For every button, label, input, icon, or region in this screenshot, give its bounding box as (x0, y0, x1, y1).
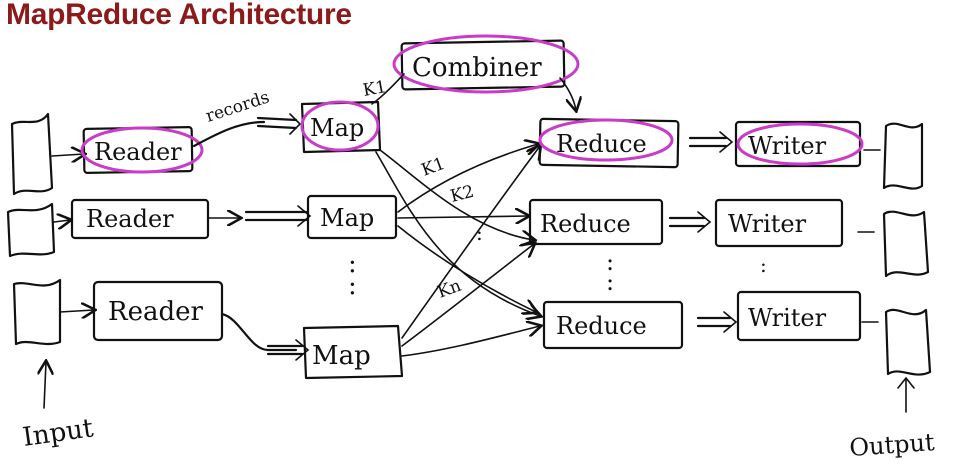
writer-label-1: Writer (748, 132, 827, 160)
map-label-3: Map (312, 341, 371, 371)
reader-to-map-double-arrow-1 (256, 116, 298, 130)
combiner-box: Combiner (392, 34, 580, 94)
writer-label-3: Writer (748, 304, 827, 332)
output-document-1 (882, 122, 924, 190)
map-ellipsis-2: : (348, 271, 357, 301)
reader-to-map-path-1 (192, 120, 266, 148)
edge-ellipsis: : (476, 221, 483, 245)
doc-to-reader-arrow-1 (51, 154, 84, 156)
map-box-2: Map (306, 194, 398, 240)
reduce-ellipsis-2: : (606, 268, 614, 296)
reader-box-2: Reader (70, 198, 210, 240)
reader-to-map-arrowhead-2 (297, 205, 312, 227)
writer-label-2: Writer (728, 210, 807, 238)
input-document-2 (6, 202, 56, 258)
reader-to-map-arrowhead-3 (295, 339, 310, 361)
reader-label-1: Reader (94, 138, 182, 166)
output-label: Output (848, 428, 935, 462)
writer-box-1: Writer (734, 120, 864, 168)
input-arrow (44, 362, 46, 409)
reduce-label-3: Reduce (556, 312, 647, 340)
map-label-1: Map (310, 114, 364, 142)
reduce-label-2: Reduce (540, 210, 631, 238)
reduce-box-2: Reduce (528, 198, 664, 246)
output-arrowhead (897, 376, 915, 389)
reduce-ellipsis-1: : (606, 248, 614, 276)
k1-edge-label: K1 (419, 154, 448, 181)
reader-label-2: Reader (86, 205, 174, 233)
records-label: records (203, 87, 272, 126)
reader-to-map-double-arrow-3 (266, 344, 304, 356)
k2-edge-label: K2 (448, 182, 476, 207)
reader-label-3: Reader (108, 297, 203, 327)
map-to-combiner-line (371, 73, 405, 105)
reader-to-map-double-arrow-2 (244, 210, 308, 222)
reader-to-map-arrowhead-1 (289, 113, 302, 135)
reader-box-1: Reader (80, 126, 204, 174)
input-document-3 (12, 278, 62, 346)
writer-box-2: Writer (714, 198, 844, 248)
map-box-3: Map (302, 324, 404, 380)
reduce-to-writer-arrows (668, 131, 738, 333)
doc-to-reader-arrow-2 (53, 220, 70, 222)
reduce-highlight (538, 118, 674, 162)
k1-combiner-label: K1 (361, 77, 388, 101)
reduce-label-1: Reduce (556, 130, 647, 158)
map-label-2: Map (320, 204, 374, 232)
writer-ellipsis: : (760, 253, 767, 277)
shuffle-lines (375, 144, 540, 357)
combiner-label: Combiner (412, 53, 542, 83)
map-ellipsis-1: : (348, 249, 357, 279)
reader-box-3: Reader (92, 280, 224, 342)
input-document-1 (10, 112, 54, 196)
map-highlight (300, 100, 380, 152)
combiner-highlight (392, 34, 580, 94)
combiner-to-reduce-arrow (559, 77, 576, 110)
slide-title: MapReduce Architecture (6, 0, 352, 31)
reduce-box-1: Reduce (538, 117, 680, 169)
reader-highlight (80, 126, 204, 174)
writer-box-3: Writer (736, 290, 862, 342)
writer-highlight (736, 122, 864, 166)
input-label: Input (21, 413, 96, 453)
kn-edge-label: Kn (435, 276, 464, 303)
reduce-box-3: Reduce (542, 300, 684, 350)
map-box-1: Map (300, 100, 382, 154)
reader-to-map-path-3 (220, 312, 298, 352)
output-document-2 (882, 210, 930, 278)
output-document-3 (884, 308, 932, 376)
doc-to-reader-arrow-3 (59, 310, 94, 312)
